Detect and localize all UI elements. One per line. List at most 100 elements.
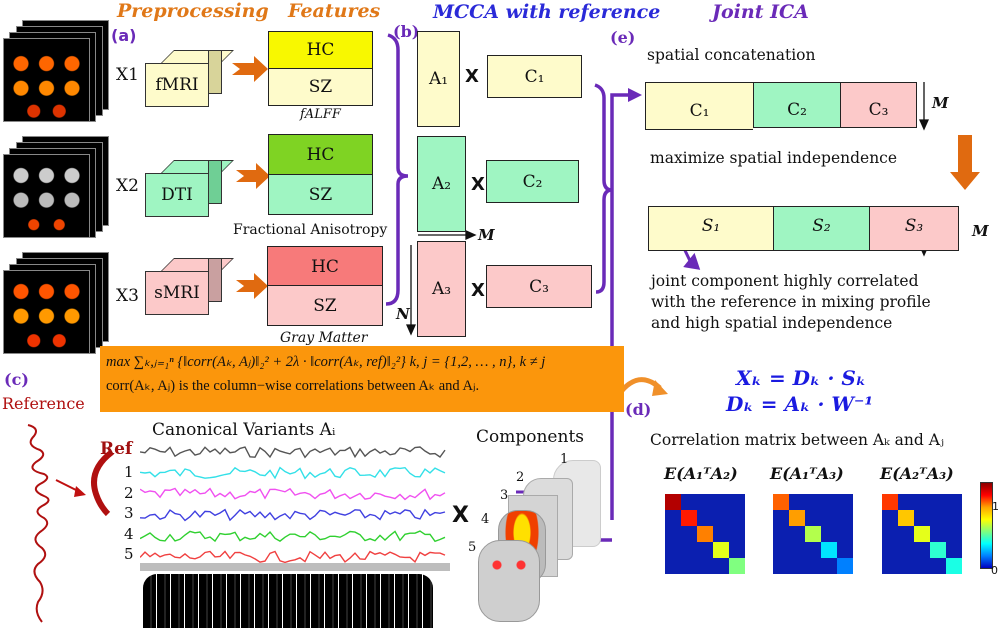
axis-label-m-concat: M: [932, 94, 949, 112]
canonical-series-line-5: [140, 550, 446, 564]
canonical-series-line-1: [140, 466, 446, 480]
row-label-5: 5: [124, 545, 134, 563]
matrix-label-1: E(A₁ᵀA₂): [664, 464, 738, 483]
formula-line-2: corr(Aₖ, Aⱼ) is the column−wise correlat…: [106, 378, 480, 394]
concat-cell-c2: C₂: [753, 82, 840, 128]
matrix-label-3: E(A₂ᵀA₃): [880, 464, 954, 483]
canonical-series-line-4: [140, 530, 446, 543]
reference-signal-icon: [27, 424, 50, 623]
component-5-image: [478, 540, 540, 622]
note-line-2: with the reference in mixing profile: [651, 293, 931, 311]
component-label-2: 2: [516, 470, 525, 485]
mcca-a3: A₃: [417, 241, 466, 337]
reference-series-line: [140, 446, 446, 459]
times-a1-c1: X: [465, 66, 479, 87]
mcca-c3: C₃: [486, 265, 592, 308]
mcca-a2: A₂: [417, 136, 466, 232]
brace-features: [385, 33, 409, 306]
s-cell-s2: S₂: [773, 206, 869, 251]
matrix-diagonal-cell: [697, 526, 713, 542]
matrix-label-2: E(A₁ᵀA₃): [770, 464, 844, 483]
flow-line-to-concat: [610, 93, 632, 520]
mcca-a1: A₁: [417, 31, 460, 127]
colorbar: [980, 482, 993, 569]
matrix-diagonal-cell: [821, 542, 837, 558]
equation-xk: Xₖ = Dₖ · Sₖ: [736, 366, 867, 390]
concat-c3-label: C₃: [868, 100, 889, 120]
objective-formula: max ∑ₖ,ⱼ₌₁ⁿ {‖corr(Aₖ, Aⱼ)‖₂² + 2λ · ‖co…: [100, 346, 624, 412]
s3-label: S₃: [904, 215, 924, 236]
component-label-5: 5: [468, 540, 477, 555]
matrix-diagonal-cell: [729, 558, 745, 574]
matrix-diagonal-cell: [713, 542, 729, 558]
matrix-diagonal-cell: [882, 494, 898, 510]
ref-label: Ref: [100, 439, 133, 459]
feature-dti-sz: SZ: [268, 174, 373, 215]
subject-axis-bar: [140, 563, 450, 571]
matrix-diagonal-cell: [930, 542, 946, 558]
component-label-4: 4: [481, 512, 490, 527]
feature-smri-hc: HC: [267, 246, 383, 287]
canonical-series-line-3: [140, 508, 446, 522]
matrix-diagonal-cell: [773, 494, 789, 510]
canonical-variants-plot: [140, 446, 446, 564]
equation-dk: Dₖ = Aₖ · W⁻¹: [726, 392, 874, 416]
header-preprocessing: Preprocessing: [117, 0, 269, 22]
times-a3-c3: X: [471, 280, 485, 301]
canonical-row-labels: 1 2 3 4 5: [124, 462, 134, 565]
subjects-silhouette-icon: [143, 574, 433, 628]
feature-label-gm: Gray Matter: [280, 330, 368, 346]
spatial-concatenation-label: spatial concatenation: [647, 46, 816, 64]
colorbar-min-label: 0: [991, 564, 998, 577]
brace-mcca: [594, 83, 613, 294]
axis-label-m-s: M: [972, 222, 989, 240]
maximize-independence-label: maximize spatial independence: [650, 149, 898, 167]
row-label-2: 2: [124, 483, 134, 502]
matrix-diagonal-cell: [681, 510, 697, 526]
panel-label-e: (e): [610, 28, 636, 47]
concat-c1-label: C₁: [689, 101, 710, 121]
feature-smri-sz: SZ: [267, 285, 383, 326]
modality-name-dti: DTI: [145, 173, 209, 217]
arrow-dti-to-features: [236, 163, 270, 189]
header-mcca: MCCA with reference: [433, 1, 661, 23]
joint-component-note: joint component highly correlated with t…: [651, 271, 931, 334]
matrix-diagonal-cell: [946, 558, 962, 574]
colorbar-max-label: 1: [992, 500, 999, 513]
row-label-3: 3: [124, 504, 134, 522]
panel-label-c: (c): [4, 370, 29, 389]
row-label-4: 4: [124, 524, 134, 543]
formula-line-1: max ∑ₖ,ⱼ₌₁ⁿ {‖corr(Aₖ, Aⱼ)‖₂² + 2λ · ‖co…: [106, 354, 546, 370]
matrix-diagonal-cell: [805, 526, 821, 542]
concat-cell-c3: C₃: [840, 82, 917, 128]
matrix-diagonal-cell: [665, 494, 681, 510]
ref-bracket-icon: [91, 449, 114, 517]
matrix-diagonal-cell: [789, 510, 805, 526]
correlation-matrix-1: [665, 494, 745, 574]
input-label-x2: X2: [116, 176, 139, 196]
axis-label-n: N: [396, 305, 410, 323]
matrix-diagonal-cell: [898, 510, 914, 526]
header-features: Features: [288, 0, 381, 22]
canonical-variants-title: Canonical Variants Aᵢ: [152, 420, 336, 440]
feature-label-fa: Fractional Anisotropy: [233, 222, 388, 238]
input-label-x3: X3: [116, 286, 139, 306]
reference-label: Reference: [2, 394, 85, 413]
correlation-matrix-3: [882, 494, 962, 574]
arrow-smri-to-features: [236, 273, 268, 299]
mcca-c1: C₁: [487, 55, 582, 98]
arrow-fmri-to-features: [232, 56, 268, 82]
times-variants-components: X: [452, 503, 469, 528]
panel-label-a: (a): [111, 26, 137, 45]
components-title: Components: [476, 427, 584, 447]
correlation-title: Correlation matrix between Aₖ and Aⱼ: [650, 431, 944, 449]
modality-name-fmri: fMRI: [145, 63, 209, 107]
modality-name-smri: sMRI: [145, 271, 209, 315]
component-label-1: 1: [560, 452, 569, 467]
correlation-matrix-2: [773, 494, 853, 574]
panel-label-b: (b): [393, 22, 420, 41]
feature-label-falff: fALFF: [300, 107, 341, 122]
mcca-c2: C₂: [486, 160, 579, 203]
panel-label-d: (d): [625, 400, 652, 419]
note-line-1: joint component highly correlated: [651, 272, 919, 290]
